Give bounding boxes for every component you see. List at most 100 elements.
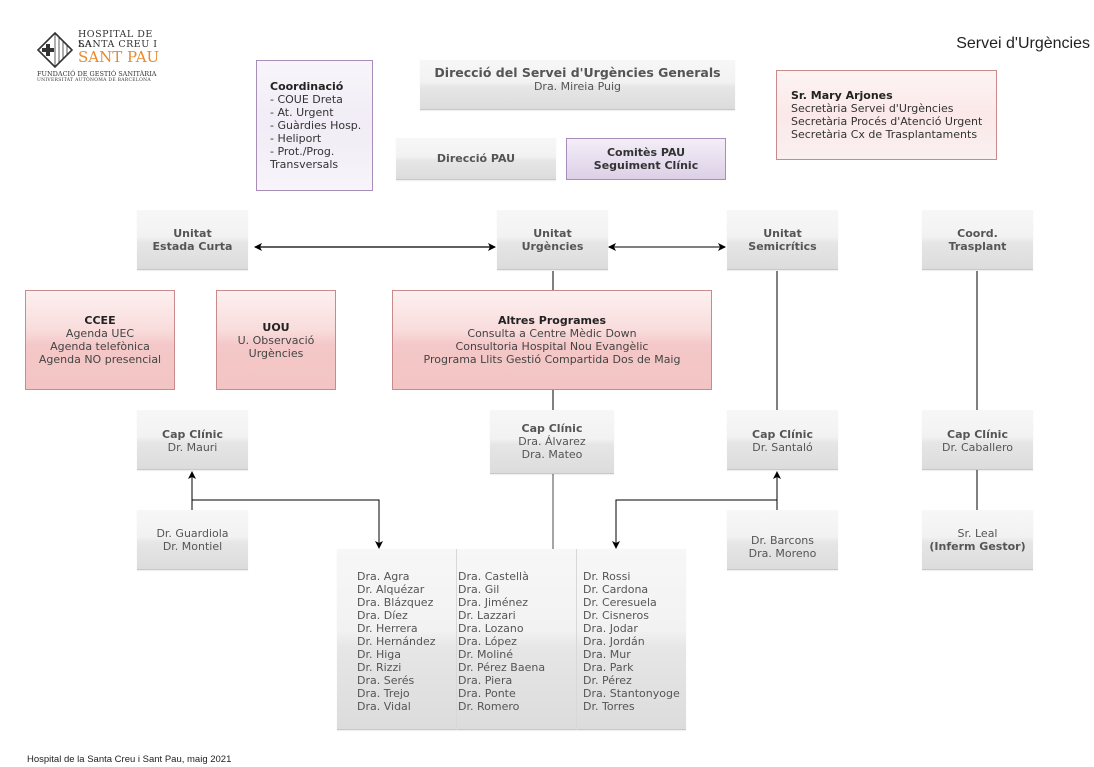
coord-trasplant-line2: Trasplant	[948, 239, 1007, 253]
staff-member: Dra. Piera	[458, 674, 513, 687]
staff-name: Dra. Moreno	[748, 547, 817, 560]
staff-name: Dr. Guardiola	[156, 526, 229, 540]
unitat-estada-curta-line1: Unitat	[173, 226, 212, 240]
staff-member: Dra. López	[458, 635, 517, 648]
staff-member: Dr. Lazzari	[458, 609, 516, 622]
staff-name: Dr. Barcons	[750, 534, 815, 547]
secretaria-name: Sr. Mary Arjones	[791, 89, 893, 102]
altres-programes-item: Consulta a Centre Mèdic Down	[467, 327, 637, 340]
secretaria-role: Secretària Servei d'Urgències	[791, 102, 954, 115]
ccee-item: Agenda UEC	[65, 327, 135, 340]
unitat-semicritics-box[interactable]: Unitat Semicrítics	[727, 210, 838, 270]
link-mauri-staff	[192, 499, 383, 549]
footer-text: Hospital de la Santa Creu i Sant Pau, ma…	[27, 754, 232, 765]
direccio-servei-title: Direcció del Servei d'Urgències Generals	[434, 65, 721, 80]
logo-line-5: UNIVERSITAT AUTÒNOMA DE BARCELONA	[37, 78, 151, 83]
coord-trasplant-line1: Coord.	[957, 226, 998, 240]
direccio-servei-box[interactable]: Direcció del Servei d'Urgències Generals…	[420, 60, 735, 110]
direccio-pau-box[interactable]: Direcció PAU	[396, 138, 556, 180]
uou-item: U. Observació	[237, 333, 315, 347]
unitat-estada-curta-box[interactable]: Unitat Estada Curta	[137, 210, 248, 270]
secretaria-box[interactable]: Sr. Mary Arjones Secretària Servei d'Urg…	[776, 70, 997, 160]
cap-clinic-name: Dra. Álvarez	[518, 435, 586, 448]
staff-member: Dra. Trejo	[357, 687, 410, 700]
logo-line-3: SANT PAU	[78, 48, 160, 66]
cap-clinic-title: Cap Clínic	[752, 428, 813, 441]
staff-member: Dra. Jordán	[583, 635, 645, 648]
coordinacio-item: - Guàrdies Hosp.	[270, 119, 362, 132]
cap-clinic-name: Dr. Caballero	[941, 441, 1013, 454]
staff-column-divider	[576, 549, 577, 730]
staff-member: Dr. Cisneros	[583, 609, 649, 622]
coordinacio-item: - COUE Dreta	[270, 93, 343, 106]
staff-member: Dr. Pérez Baena	[458, 661, 546, 674]
comites-pau-line2: Seguiment Clínic	[593, 159, 699, 172]
unitat-semicritics-line2: Semicrítics	[748, 239, 817, 253]
coordinacio-item: - Heliport	[270, 132, 322, 145]
staff-member: Dr. Herrera	[357, 622, 418, 635]
direccio-pau-title: Direcció PAU	[436, 152, 516, 165]
comites-pau-box[interactable]: Comitès PAU Seguiment Clínic	[566, 138, 726, 180]
secretaria-role: Secretària Cx de Trasplantaments	[791, 128, 978, 141]
hospital-cross-emblem-icon	[37, 32, 73, 68]
leal-box[interactable]: Sr. Leal (Inferm Gestor)	[922, 510, 1033, 570]
ccee-title: CCEE	[84, 314, 116, 327]
unitat-urgencies-line1: Unitat	[533, 226, 572, 240]
staff-member: Dra. Serés	[357, 674, 415, 687]
staff-member: Dra. Jiménez	[458, 596, 529, 609]
cap-clinic-caballero-box[interactable]: Cap Clínic Dr. Caballero	[922, 410, 1033, 470]
unitat-urgencies-box[interactable]: Unitat Urgències	[497, 210, 608, 270]
uou-box[interactable]: UOU U. Observació Urgències	[216, 290, 336, 390]
coordinacio-item: - At. Urgent	[270, 106, 334, 119]
page-title: Servei d'Urgències	[956, 35, 1090, 52]
secretaria-role: Secretària Procés d'Atenció Urgent	[791, 115, 983, 128]
staff-member: Dra. Park	[583, 661, 634, 674]
cap-clinic-name: Dr. Mauri	[167, 441, 218, 454]
ccee-item: Agenda telefònica	[50, 340, 150, 353]
altres-programes-box[interactable]: Altres Programes Consulta a Centre Mèdic…	[392, 290, 712, 390]
staff-member: Dra. Lozano	[458, 622, 524, 635]
cap-clinic-mauri-box[interactable]: Cap Clínic Dr. Mauri	[137, 410, 248, 470]
ccee-item: Agenda NO presencial	[38, 353, 162, 366]
staff-member: Dr. Torres	[583, 700, 635, 713]
unitat-semicritics-line1: Unitat	[763, 226, 802, 240]
cap-clinic-title: Cap Clínic	[947, 428, 1008, 441]
coordinacio-title: Coordinació	[270, 80, 344, 93]
staff-member: Dra. Ponte	[458, 687, 516, 700]
staff-member: Dra. Stantonyoge	[583, 687, 680, 700]
uou-item: Urgències	[248, 346, 304, 360]
staff-member: Dr. Rossi	[583, 570, 631, 583]
coordinacio-item: - Prot./Prog.	[270, 145, 335, 158]
comites-pau-line1: Comitès PAU	[606, 146, 686, 159]
staff-member: Dr. Pérez	[583, 674, 632, 687]
cap-clinic-name: Dra. Mateo	[521, 448, 583, 461]
staff-member: Dra. Blázquez	[357, 596, 434, 609]
unitat-urgencies-line2: Urgències	[521, 239, 584, 253]
coord-trasplant-box[interactable]: Coord. Trasplant	[922, 210, 1033, 270]
staff-column-divider	[456, 549, 457, 730]
direccio-servei-name: Dra. Mireia Puig	[533, 80, 622, 93]
staff-member: Dr. Romero	[458, 700, 520, 713]
altres-programes-item: Programa Llits Gestió Compartida Dos de …	[423, 353, 681, 366]
cap-clinic-title: Cap Clínic	[521, 422, 583, 435]
guardiola-montiel-box[interactable]: Dr. Guardiola Dr. Montiel	[137, 510, 248, 570]
staff-member: Dr. Ceresuela	[583, 596, 657, 609]
staff-member: Dra. Vidal	[357, 700, 411, 713]
altres-programes-item: Consultoria Hospital Nou Evangèlic	[455, 340, 649, 353]
staff-member: Dr. Moliné	[458, 648, 514, 661]
barcons-moreno-box[interactable]: Dr. Barcons Dra. Moreno	[727, 510, 838, 570]
ccee-box[interactable]: CCEE Agenda UEC Agenda telefònica Agenda…	[25, 290, 175, 390]
staff-member: Dr. Rizzi	[357, 661, 402, 674]
staff-member: Dr. Cardona	[583, 583, 649, 596]
staff-name: Dr. Montiel	[162, 539, 223, 553]
cap-clinic-santalo-box[interactable]: Cap Clínic Dr. Santaló	[727, 410, 838, 470]
cap-clinic-alvarez-box[interactable]: Cap Clínic Dra. Álvarez Dra. Mateo	[490, 410, 614, 474]
uou-title: UOU	[262, 320, 290, 334]
coordinacio-box[interactable]: Coordinació - COUE Dreta - At. Urgent - …	[256, 60, 373, 191]
staff-member: Dra. Jodar	[583, 622, 638, 635]
